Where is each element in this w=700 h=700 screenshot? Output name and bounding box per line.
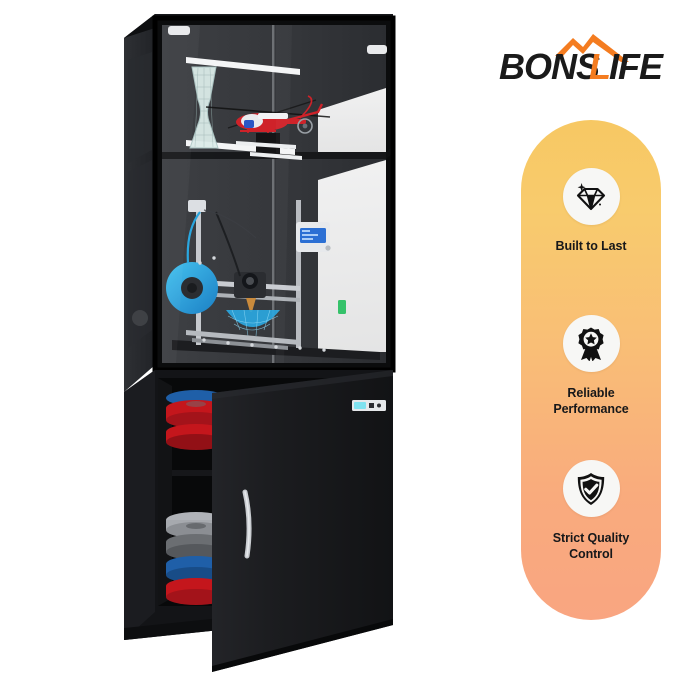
- door-handle: [242, 489, 252, 559]
- feature-label: Built to Last: [555, 239, 627, 253]
- mountain-peak-icon: [555, 34, 629, 62]
- mesh-tower-model: [189, 66, 219, 149]
- cabinet-door: [212, 370, 393, 672]
- brand-logo: BONS L IFE: [497, 32, 683, 90]
- door-control-panel: [352, 400, 386, 411]
- feature-panel: Built to Last Reliable Performance Stric…: [521, 120, 661, 620]
- shield-check-icon: [562, 460, 620, 517]
- brand-text-ife: IFE: [609, 46, 664, 87]
- feature-item-strict-quality-control: Strict Quality Control: [521, 460, 661, 562]
- feature-label: Strict Quality Control: [552, 531, 630, 561]
- brand-text-l: L: [589, 46, 611, 87]
- helicopter-model: [205, 95, 331, 160]
- feature-item-reliable-performance: Reliable Performance: [521, 315, 661, 417]
- diamond-icon: [562, 168, 620, 225]
- feature-label: Reliable Performance: [553, 386, 629, 416]
- product-image: [124, 14, 396, 672]
- feature-item-built-to-last: Built to Last: [521, 168, 661, 254]
- award-ribbon-icon: [562, 315, 620, 372]
- printer-enclosure: [124, 14, 396, 392]
- 3d-printer: [166, 200, 380, 360]
- brand-text-bons: BONS: [499, 46, 600, 87]
- printed-bowl-model: [226, 309, 280, 337]
- printer-lcd-screen: [296, 222, 331, 252]
